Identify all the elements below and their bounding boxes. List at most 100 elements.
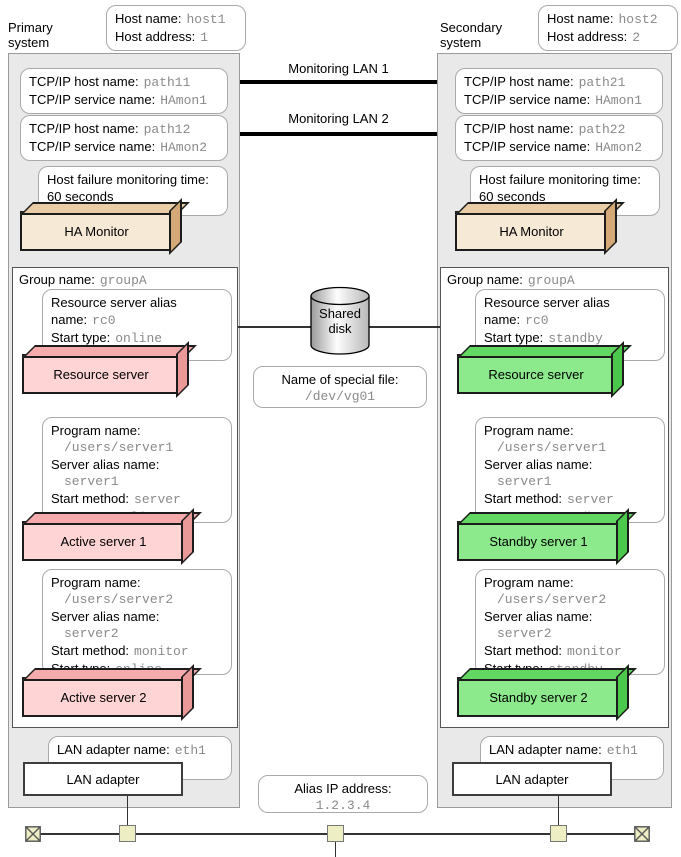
tcpip-service-line: TCP/IP service name:HAmon2 xyxy=(29,138,219,156)
server-alias-label: Server alias name: xyxy=(484,609,593,624)
field-value: host1 xyxy=(186,12,226,27)
secondary-system-label: Secondary system xyxy=(440,20,503,50)
host-name-line: Host name: host2 xyxy=(547,10,669,28)
fail-time-line2: 60 seconds xyxy=(479,189,546,204)
ha-monitor-box-secondary: HA Monitor xyxy=(455,211,608,251)
host-address-line: Host address: 2 xyxy=(547,28,669,46)
active-server-1-box: Active server 1 xyxy=(22,521,185,561)
shared-disk-cylinder xyxy=(309,286,371,359)
lan-adapter-label: LAN adapter xyxy=(495,771,569,787)
alias-ip-value: 1.2.3.4 xyxy=(315,798,371,813)
program-name-value: /users/server1 xyxy=(497,440,607,455)
bus-connector-left xyxy=(119,825,136,842)
host-info-box-primary: Host name:host1 Host address:1 xyxy=(106,5,246,51)
program-name-label: Program name: xyxy=(484,575,574,590)
lan-drop-line-primary xyxy=(127,796,128,827)
fail-time-line1: Host failure monitoring time: xyxy=(479,172,641,187)
special-file-box: Name of special file: /dev/vg01 xyxy=(253,366,427,408)
fail-time-line2: 60 seconds xyxy=(47,189,114,204)
resource-alias-line2: name: rc0 xyxy=(484,311,656,329)
field-value: monitor xyxy=(567,644,622,659)
tcpip-path-box-2-primary: TCP/IP host name:path12 TCP/IP service n… xyxy=(20,115,228,161)
field-label: Group name: xyxy=(447,272,523,287)
field-value: rc0 xyxy=(92,313,116,328)
ha-monitor-label: HA Monitor xyxy=(499,223,564,239)
bus-connector-middle xyxy=(327,825,344,842)
program-name-label: Program name: xyxy=(51,423,141,438)
field-label: Host name: xyxy=(547,11,614,26)
field-value: HAmon1 xyxy=(595,93,643,108)
field-label: TCP/IP service name: xyxy=(464,139,591,154)
alias-ip-label: Alias IP address: xyxy=(294,781,392,796)
field-label: Host name: xyxy=(115,11,182,26)
alias-ip-box: Alias IP address: 1.2.3.4 xyxy=(258,775,428,813)
field-value: HAmon2 xyxy=(595,140,643,155)
tcpip-host-line: TCP/IP host name:path21 xyxy=(464,73,654,91)
server1-info-box-primary: Program name: /users/server1 Server alia… xyxy=(42,417,232,525)
fail-time-line1: Host failure monitoring time: xyxy=(47,172,209,187)
ha-monitor-box-primary: HA Monitor xyxy=(20,211,173,251)
resource-server-box-primary: Resource server xyxy=(22,354,180,394)
bus-connector-right xyxy=(550,825,567,842)
field-value: 2 xyxy=(632,30,641,45)
field-value: groupA xyxy=(527,273,575,288)
lan-adapter-name-line: LAN adapter name: eth1 xyxy=(489,741,655,759)
tcpip-service-line: TCP/IP service name: HAmon1 xyxy=(464,91,654,109)
bus-terminator-icon-right xyxy=(634,826,650,842)
program-name-value: /users/server2 xyxy=(497,592,607,607)
group-name-line: Group name: groupA xyxy=(447,271,662,289)
field-label: TCP/IP service name: xyxy=(29,92,156,107)
field-label: Host address: xyxy=(547,29,628,44)
field-label: TCP/IP service name: xyxy=(29,139,156,154)
start-method-line: Start method: monitor xyxy=(484,642,656,660)
server-box-label: Active server 2 xyxy=(60,689,147,705)
server-alias-label: Server alias name: xyxy=(51,609,160,624)
field-value: 1 xyxy=(200,30,209,45)
monitoring-lan-2-label: Monitoring LAN 2 xyxy=(288,111,389,126)
field-value: path22 xyxy=(578,122,626,137)
field-value: server xyxy=(134,492,181,507)
ha-monitor-label: HA Monitor xyxy=(64,223,129,239)
server-alias-label: Server alias name: xyxy=(484,457,593,472)
lan-adapter-box-primary: LAN adapter xyxy=(23,762,183,796)
field-label: Start method: xyxy=(51,491,130,506)
field-value: monitor xyxy=(134,644,189,659)
field-value: online xyxy=(115,331,163,346)
field-label: TCP/IP service name: xyxy=(464,92,591,107)
server-alias-value: server2 xyxy=(64,626,119,641)
resource-start-type-line: Start type:standby xyxy=(484,329,656,347)
field-label: TCP/IP host name: xyxy=(29,74,139,89)
server2-info-box-secondary: Program name: /users/server2 Server alia… xyxy=(475,569,665,677)
field-value: rc0 xyxy=(525,313,549,328)
field-label: Group name: xyxy=(19,272,95,287)
lan-adapter-box-secondary: LAN adapter xyxy=(452,762,612,796)
monitoring-lan-1-line xyxy=(240,80,437,84)
field-label: name: xyxy=(484,312,521,327)
field-value: host2 xyxy=(618,12,658,27)
resource-start-type-line: Start type: online xyxy=(51,329,223,347)
standby-server-2-box: Standby server 2 xyxy=(457,677,620,717)
field-label: Start method: xyxy=(484,643,563,658)
field-label: LAN adapter name: xyxy=(489,742,602,757)
field-value: path11 xyxy=(143,75,191,90)
program-name-value: /users/server2 xyxy=(64,592,174,607)
field-value: eth1 xyxy=(606,743,638,758)
shared-disk-label: Shared disk xyxy=(319,306,361,336)
monitoring-lan-1-label: Monitoring LAN 1 xyxy=(288,61,389,76)
bus-terminator-icon-left xyxy=(25,826,41,842)
server1-info-box-secondary: Program name: /users/server1 Server alia… xyxy=(475,417,665,525)
field-label: Start type: xyxy=(51,330,111,345)
program-name-label: Program name: xyxy=(51,575,141,590)
tcpip-service-line: TCP/IP service name: HAmon1 xyxy=(29,91,219,109)
tcpip-path-box-2-secondary: TCP/IP host name:path22 TCP/IP service n… xyxy=(455,115,663,161)
field-value: HAmon1 xyxy=(160,93,208,108)
server-box-label: Active server 1 xyxy=(60,533,147,549)
resource-server-label: Resource server xyxy=(53,366,149,382)
lan-drop-line-secondary xyxy=(558,796,559,827)
resource-server-label: Resource server xyxy=(488,366,584,382)
tcpip-path-box-1-secondary: TCP/IP host name:path21 TCP/IP service n… xyxy=(455,68,663,114)
tcpip-service-line: TCP/IP service name: HAmon2 xyxy=(464,138,654,156)
resource-alias-line1: Resource server alias xyxy=(484,295,610,310)
group-name-line: Group name:groupA xyxy=(19,271,231,289)
field-value: eth1 xyxy=(174,743,206,758)
